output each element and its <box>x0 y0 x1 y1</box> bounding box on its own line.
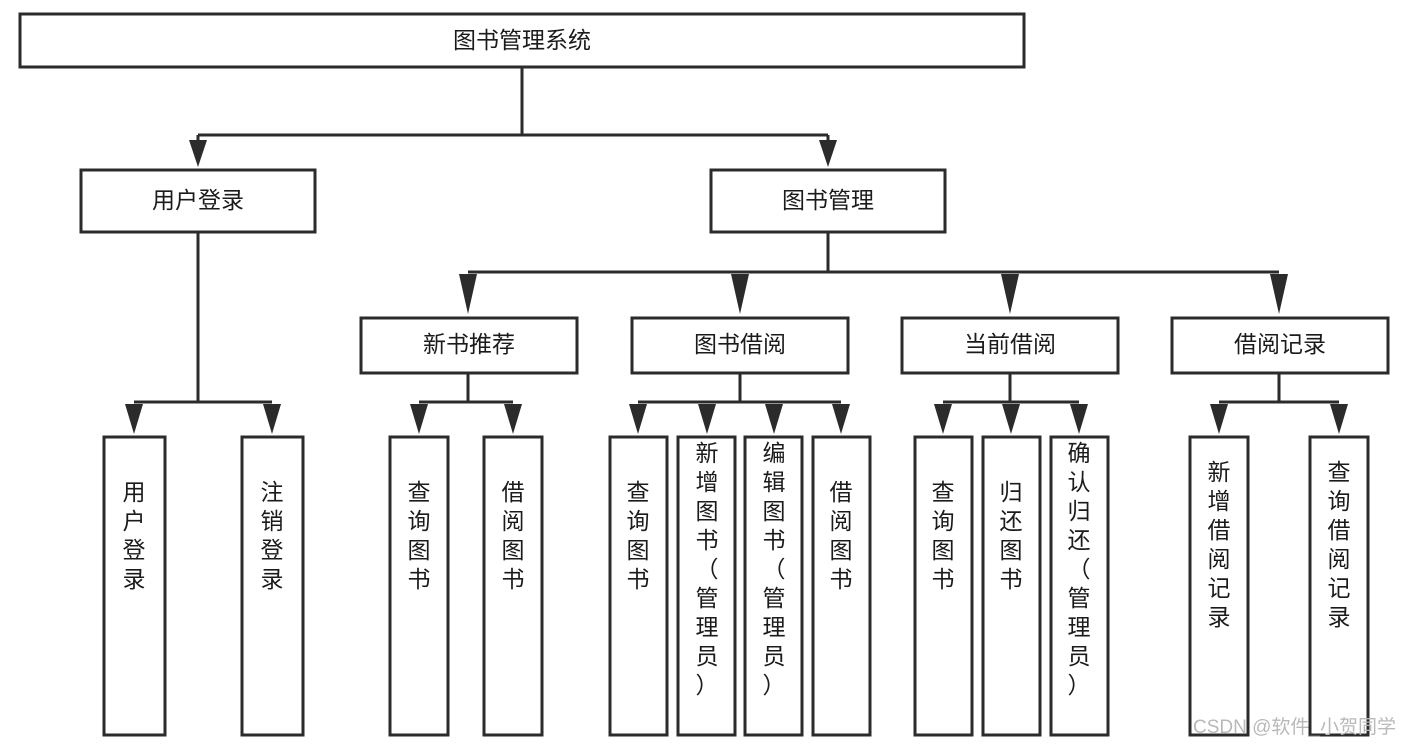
leaf-query-record-box[interactable] <box>1308 435 1370 737</box>
node-new-book-recommend-label: 新书推荐 <box>423 331 515 357</box>
leaf-edit-book-box[interactable] <box>743 435 804 737</box>
leaf-query-book-3-box[interactable] <box>913 435 974 737</box>
node-current-borrow-box[interactable] <box>900 316 1120 375</box>
leaf-query-book-3[interactable]: 查询图书 <box>913 435 974 737</box>
leaf-borrow-book-2[interactable]: 借阅图书 <box>811 435 872 737</box>
node-book-manage[interactable]: 图书管理 <box>709 168 947 234</box>
leaf-query-record-label: 查询借阅记录 <box>1328 459 1351 630</box>
leaf-user-login-box[interactable] <box>102 435 167 737</box>
leaf-borrow-book-1[interactable]: 借阅图书 <box>482 435 544 737</box>
arrow-head-leaf-user-login <box>125 404 143 434</box>
node-book-borrow[interactable]: 图书借阅 <box>630 316 850 375</box>
leaf-query-book-1-box[interactable] <box>388 435 450 737</box>
node-borrow-record-box[interactable] <box>1170 316 1390 375</box>
leaf-query-book-3-label: 查询图书 <box>932 479 955 592</box>
leaf-confirm-return-label: 确认归还（管理员） <box>1068 440 1091 698</box>
leaf-add-book-box[interactable] <box>676 435 737 737</box>
arrow-head-leaf-user-logout <box>263 404 281 434</box>
arrow-head-leaf-borrow-book-2 <box>832 404 850 434</box>
node-book-manage-label: 图书管理 <box>782 187 874 213</box>
leaf-query-book-2-label: 查询图书 <box>627 479 650 592</box>
leaf-user-login[interactable]: 用户登录 <box>102 435 167 737</box>
arrow-head-leaf-query-book-1 <box>410 404 428 434</box>
leaf-return-book[interactable]: 归还图书 <box>981 435 1042 737</box>
leaf-query-record[interactable]: 查询借阅记录 <box>1308 435 1370 737</box>
leaf-user-logout[interactable]: 注销登录 <box>240 435 305 737</box>
node-new-book-recommend[interactable]: 新书推荐 <box>359 316 579 375</box>
leaf-query-book-1-label: 查询图书 <box>408 479 431 592</box>
node-borrow-record[interactable]: 借阅记录 <box>1170 316 1390 375</box>
arrow-head-borrow-record <box>1270 274 1288 314</box>
arrow-head-leaf-edit-book <box>765 404 783 434</box>
leaf-query-book-1[interactable]: 查询图书 <box>388 435 450 737</box>
node-book-borrow-box[interactable] <box>630 316 850 375</box>
leaf-add-book-label: 新增图书（管理员） <box>696 440 719 698</box>
node-user-login[interactable]: 用户登录 <box>79 168 317 234</box>
arrow-head-leaf-add-record <box>1210 404 1228 434</box>
arrow-head-leaf-confirm-return <box>1070 404 1088 434</box>
leaf-user-login-label: 用户登录 <box>123 479 146 592</box>
leaf-return-book-box[interactable] <box>981 435 1042 737</box>
node-book-borrow-label: 图书借阅 <box>694 331 786 357</box>
leaf-borrow-book-1-box[interactable] <box>482 435 544 737</box>
node-book-manage-box[interactable] <box>709 168 947 234</box>
leaf-edit-book-label: 编辑图书（管理员） <box>763 440 786 698</box>
leaf-add-record[interactable]: 新增借阅记录 <box>1188 435 1250 737</box>
arrow-head-book-borrow <box>731 274 749 314</box>
connector-layer <box>125 67 1348 434</box>
leaf-return-book-label: 归还图书 <box>1000 479 1023 592</box>
arrow-head-current-borrow <box>1001 274 1019 314</box>
node-current-borrow[interactable]: 当前借阅 <box>900 316 1120 375</box>
arrow-head-leaf-query-book-2 <box>629 404 647 434</box>
node-user-login-box[interactable] <box>79 168 317 234</box>
node-root-label: 图书管理系统 <box>453 27 591 53</box>
node-root[interactable]: 图书管理系统 <box>18 12 1026 69</box>
arrow-head-leaf-return-book <box>1002 404 1020 434</box>
leaf-user-logout-box[interactable] <box>240 435 305 737</box>
csdn-watermark: CSDN @软件_小贺同学 <box>1193 716 1396 738</box>
arrow-head-book-manage <box>819 140 837 167</box>
node-root-box[interactable] <box>18 12 1026 69</box>
node-new-book-recommend-box[interactable] <box>359 316 579 375</box>
arrow-head-leaf-query-record <box>1330 404 1348 434</box>
leaf-confirm-return[interactable]: 确认归还（管理员） <box>1049 435 1110 737</box>
node-borrow-record-label: 借阅记录 <box>1234 331 1326 357</box>
leaf-add-record-label: 新增借阅记录 <box>1208 459 1231 630</box>
leaf-borrow-book-1-label: 借阅图书 <box>502 479 525 592</box>
node-user-login-label: 用户登录 <box>152 187 244 213</box>
leaf-borrow-book-2-box[interactable] <box>811 435 872 737</box>
leaf-add-book[interactable]: 新增图书（管理员） <box>676 435 737 737</box>
leaf-query-book-2[interactable]: 查询图书 <box>608 435 669 737</box>
leaf-add-record-box[interactable] <box>1188 435 1250 737</box>
leaf-user-logout-label: 注销登录 <box>261 479 284 592</box>
leaf-edit-book[interactable]: 编辑图书（管理员） <box>743 435 804 737</box>
arrow-head-user-login <box>189 140 207 167</box>
arrow-head-leaf-add-book <box>698 404 716 434</box>
arrow-head-new-book-recommend <box>459 274 477 314</box>
leaf-borrow-book-2-label: 借阅图书 <box>830 479 853 592</box>
leaf-query-book-2-box[interactable] <box>608 435 669 737</box>
arrow-head-leaf-query-book-3 <box>934 404 952 434</box>
arrow-head-leaf-borrow-book-1 <box>504 404 522 434</box>
leaf-confirm-return-box[interactable] <box>1049 435 1110 737</box>
node-current-borrow-label: 当前借阅 <box>964 331 1056 357</box>
